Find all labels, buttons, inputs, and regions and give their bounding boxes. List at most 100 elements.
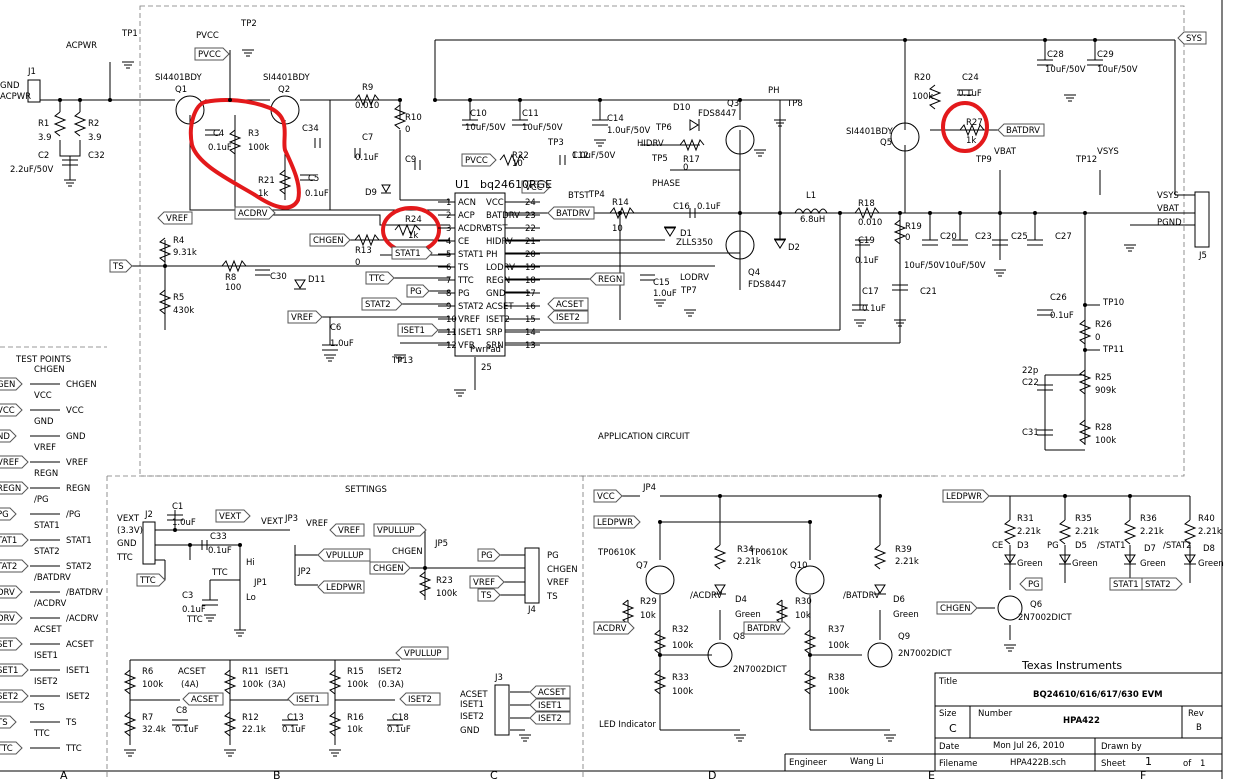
label-vref3: VREF (306, 519, 328, 529)
ic-pin-name: VREF (458, 315, 480, 325)
tb-drawn-label: Drawn by (1101, 742, 1142, 752)
net-flag-label: VCC (597, 492, 615, 502)
net-flag: BATDRV (997, 123, 1045, 137)
ic-pin-number: 16 (525, 302, 536, 312)
label-r17v: 0 (683, 163, 688, 173)
label-q7: Q7 (636, 561, 648, 571)
label-c25: C25 (1011, 232, 1028, 242)
net-flag: VPULLUP (373, 523, 427, 537)
net-flag-label: SET1 (0, 666, 18, 676)
net-flag-label: LEDPWR (946, 492, 982, 502)
tb-title-label: Title (938, 677, 957, 687)
net-flag: TAT2 (0, 559, 29, 573)
label-v33: (3.3V) (117, 526, 143, 536)
net-flag-label: ACDRV (238, 209, 268, 219)
label-j3: J3 (494, 673, 503, 683)
resistors (53, 84, 1197, 737)
junction-dot (398, 98, 402, 102)
ic-gnd-pin: 25 (481, 363, 492, 373)
label-r18: R18 (858, 199, 875, 209)
label-c14v: 1.0uF/50V (607, 126, 650, 136)
label-r17: R17 (683, 155, 700, 165)
test-point-label: GND (66, 432, 86, 442)
net-flag: CHGEN (936, 601, 978, 615)
label-d7g: Green (1140, 559, 1166, 569)
ic-u1-body (454, 192, 506, 357)
label-c23v: 10uF/50V (945, 261, 986, 271)
ic-pin-number: 18 (525, 276, 536, 286)
label-c1: C1 (172, 502, 183, 512)
ic-pin-number: 19 (525, 263, 536, 273)
label-r1v: 3.9 (38, 133, 52, 143)
ic-pin-number: 7 (446, 276, 451, 286)
label-c11v: 10uF/50V (522, 123, 563, 133)
label-r3v: 100k (248, 143, 269, 153)
label-ttc2: TTC (211, 568, 228, 578)
test-point-label: /BATDRV (66, 588, 103, 598)
label-stat2l: /STAT2 (1163, 541, 1192, 551)
label-q10: Q10 (790, 561, 808, 571)
net-flag: CHGEN (309, 233, 351, 247)
section-settings: SETTINGS (345, 485, 387, 495)
label-c34: C34 (302, 124, 319, 134)
net-flag-label: PG (410, 287, 422, 297)
net-flag: SYS (1177, 31, 1207, 45)
net-flag-label: TAT1 (0, 536, 17, 546)
label-r24v: 1k (408, 231, 418, 241)
label-r36: R36 (1140, 514, 1157, 524)
label-d11: D11 (308, 275, 325, 285)
net-flag-label: BATDRV (1006, 126, 1040, 136)
label-r9v: 0.010 (355, 101, 379, 111)
label-r12: R12 (242, 713, 259, 723)
label-tp6: TP6 (655, 123, 672, 133)
net-flag: TS (477, 588, 501, 602)
junction-dot (838, 211, 842, 215)
ic-pin-number: 1 (446, 198, 451, 208)
ic-pin-name: ISET2 (486, 315, 510, 325)
label-c10v: 10uF/50V (465, 123, 506, 133)
label-r13v: 0 (355, 258, 360, 268)
ic-pin-number: 12 (446, 341, 457, 351)
net-flag-label: ND (0, 432, 10, 442)
ic-pin-name: SRP (486, 328, 502, 338)
junction-dot (618, 211, 622, 215)
label-r21: R21 (258, 176, 275, 186)
label-c30: C30 (270, 272, 287, 282)
label-tp13: TP13 (391, 356, 413, 366)
label-c22b: C22 (1022, 378, 1039, 388)
label-r15: R15 (347, 667, 364, 677)
junction-dot (928, 211, 932, 215)
ic-pin-number: 6 (446, 263, 451, 273)
label-c29: C29 (1097, 50, 1114, 60)
ground-symbol (594, 139, 606, 147)
label-stat1l: /STAT1 (1097, 541, 1126, 551)
net-flag: ISET1 (397, 323, 439, 337)
net-flag-label: STAT2 (1145, 580, 1171, 590)
label-c6: C6 (330, 323, 341, 333)
junction-dot (598, 98, 602, 102)
ground-symbol (654, 299, 666, 307)
label-jp1: JP1 (253, 578, 267, 588)
ground-symbol (684, 309, 696, 317)
ic-pin-number: 11 (446, 328, 457, 338)
label-jp2: JP2 (297, 567, 311, 577)
label-c24v: 0.1uF (958, 89, 982, 99)
test-point-label: ISET1 (66, 666, 90, 676)
label-tp4: TP4 (588, 190, 605, 200)
label-r21v: 1k (258, 189, 268, 199)
net-flag: STAT2 (361, 297, 403, 311)
label-r36v: 2.21k (1140, 527, 1164, 537)
net-flag: ACDRV (234, 206, 276, 220)
label-r4v: 9.31k (173, 248, 197, 258)
net-flag-label: VCC (525, 183, 543, 193)
label-r1: R1 (38, 119, 49, 129)
label-c31: C31 (1022, 428, 1039, 438)
label-r3: R3 (248, 129, 259, 139)
label-r35: R35 (1075, 514, 1092, 524)
ground-symbol (774, 119, 786, 127)
label-r5v: 430k (173, 306, 194, 316)
net-flag-label: VCC (0, 406, 15, 416)
label-d4: D4 (735, 595, 747, 605)
net-flag: ACSET (182, 692, 224, 706)
tb-of: 1 (1200, 759, 1205, 769)
